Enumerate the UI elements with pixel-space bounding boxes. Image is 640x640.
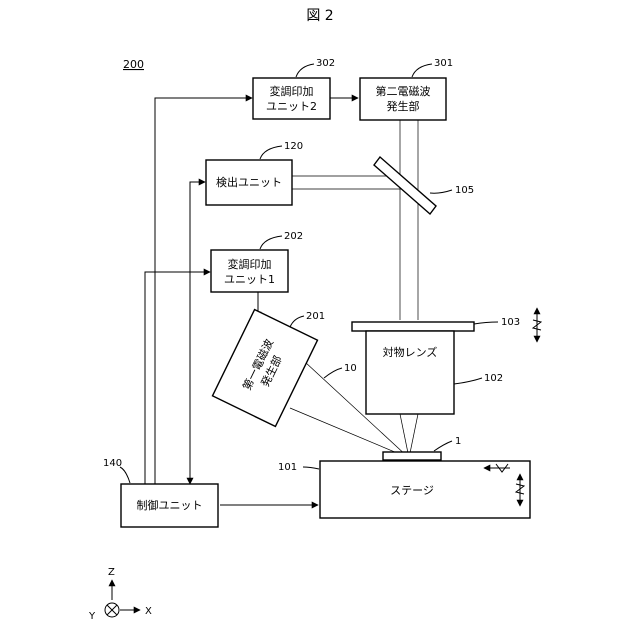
gen-2-line2: 発生部 [387,99,420,113]
mod-unit-1-ref: 202 [284,231,303,242]
axis-x-label: X [145,606,152,617]
mod-unit-1-leader [260,236,282,249]
detector-ref: 120 [284,141,303,152]
arrow-controller-detector [190,182,205,484]
gen-1-box [213,310,318,427]
objective-leader [454,378,482,384]
objective-plate-ref: 103 [501,317,520,328]
gen-2-line1: 第二電磁波 [376,84,431,98]
mirror-ref: 105 [455,185,474,196]
mod-unit-2-leader [296,64,314,77]
sample-ref: 1 [455,436,461,447]
mirror-leader [430,190,452,193]
gen-2-ref: 301 [434,58,453,69]
gen-1-leader [290,316,304,327]
wave1-leader [324,368,342,378]
gen-2-leader [412,64,432,77]
gen-1-group: 第一電磁波 発生部 [213,310,318,427]
objective-plate [352,322,474,331]
mod-unit-1-line2: ユニット1 [224,273,275,286]
axes-indicator [105,580,140,617]
wave1-ref: 10 [344,363,357,374]
mirror [374,157,436,214]
objective-plate-leader [474,322,498,324]
stage-ref: 101 [278,462,297,473]
objective-body [366,331,454,414]
mod-unit-2-ref: 302 [316,58,335,69]
wave1-ray-bottom [290,408,409,458]
gen-1-ref: 201 [306,311,325,322]
sample [383,452,441,460]
objective-label: 対物レンズ [383,345,438,359]
detector-label: 検出ユニット [216,175,282,189]
controller-label: 制御ユニット [137,498,203,512]
stage-label: ステージ [390,484,434,497]
axis-y-label: Y [88,611,96,622]
system-ref: 200 [123,58,144,71]
sample-leader [434,441,452,451]
figure-title: 図 2 [306,8,333,24]
controller-ref: 140 [103,458,122,469]
controller-leader [120,467,130,483]
stage-leader [303,467,319,469]
detector-leader [260,146,282,159]
objective-ref: 102 [484,373,503,384]
axis-z-label: Z [108,567,115,578]
mod-unit-2-line1: 変調印加 [270,84,314,98]
mod-unit-2-line2: ユニット2 [266,100,317,113]
objective-z-arrow [533,308,541,342]
mod-unit-1-line1: 変調印加 [228,257,272,271]
